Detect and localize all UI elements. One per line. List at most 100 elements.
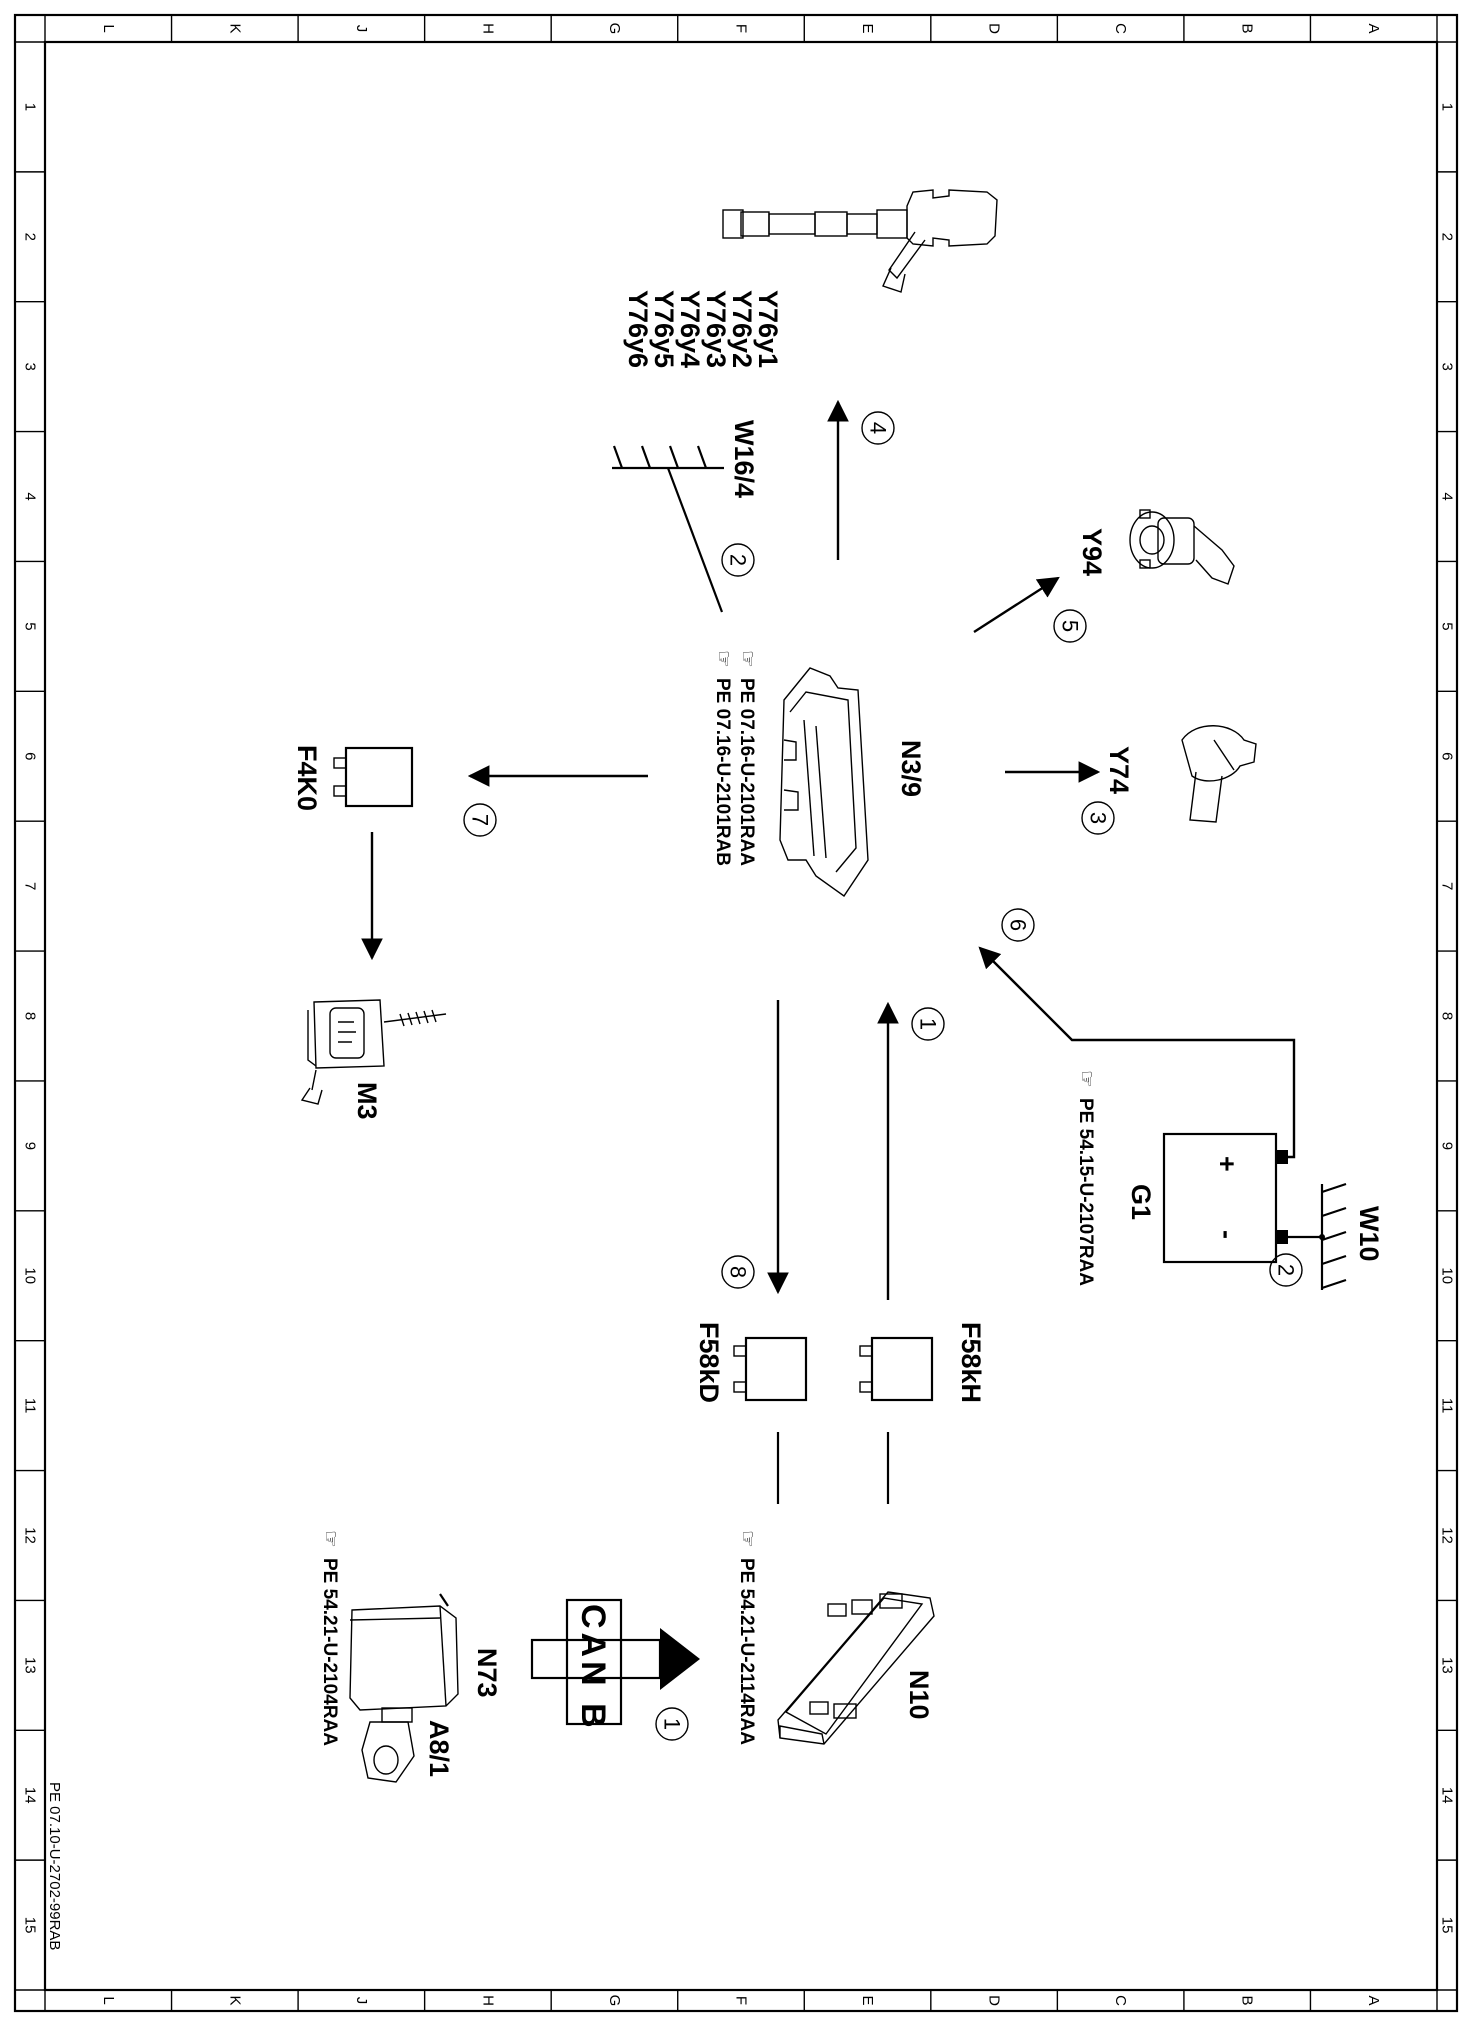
ecu-ref-2: PE 07.16-U-2101RAB xyxy=(712,678,733,866)
grid-col-label: K xyxy=(226,23,243,33)
grid-row-label: 13 xyxy=(22,1657,39,1674)
grid-row-label: 8 xyxy=(1439,1012,1456,1020)
svg-text:PE 54.15-U-2107RAA: PE 54.15-U-2107RAA xyxy=(1075,1098,1096,1286)
grid-col-label: J xyxy=(353,25,370,33)
grid-col-label: G xyxy=(606,1995,623,2007)
grid-row-label: 8 xyxy=(22,1012,39,1020)
svg-text:2: 2 xyxy=(1274,1264,1299,1276)
switch-n73-label: N73 xyxy=(472,1648,502,1698)
book-icon: ☞ xyxy=(319,1530,341,1548)
battery-plus: + xyxy=(1212,1156,1242,1172)
grid-col-label: K xyxy=(226,1995,243,2005)
injector-label-4: Y76y4 xyxy=(675,290,705,368)
injector-label-3: Y76y3 xyxy=(701,290,731,368)
grid-col-label: F xyxy=(733,24,750,33)
grid-row-label: 13 xyxy=(1439,1657,1456,1674)
injector-labels: Y76y1 Y76y2 Y76y3 Y76y4 Y76y5 Y76y6 xyxy=(623,290,783,368)
grid-row-label: 7 xyxy=(22,882,39,890)
grid-row-label: 4 xyxy=(22,492,39,500)
valve-y74-icon xyxy=(1181,725,1257,823)
grid-col-label: H xyxy=(479,1995,496,2006)
grid-row-label: 11 xyxy=(1439,1398,1456,1414)
grid-ticks xyxy=(15,15,1457,2011)
grid-col-label: D xyxy=(986,23,1003,34)
grid-row-label: 1 xyxy=(1439,103,1456,111)
switch-n73-icon xyxy=(349,1593,459,1783)
grid-row-label: 14 xyxy=(22,1787,39,1804)
marker-3: 3 xyxy=(1081,801,1115,835)
grid-row-label: 10 xyxy=(22,1267,39,1284)
marker-4: 4 xyxy=(861,411,895,445)
grid-row-label: 6 xyxy=(1439,752,1456,760)
ground-w10-label: W10 xyxy=(1354,1206,1384,1262)
book-icon: ☞ xyxy=(736,1530,758,1548)
grid-row-label: 11 xyxy=(22,1398,39,1414)
motor-m3-icon xyxy=(300,999,447,1105)
grid-row-label: 15 xyxy=(22,1917,39,1934)
battery-g1-icon xyxy=(1162,1132,1288,1264)
injector-label-5: Y76y5 xyxy=(649,290,679,368)
grid-row-label: 7 xyxy=(1439,882,1456,890)
grid-col-label: E xyxy=(859,1995,876,2005)
ecu-n3-9-icon xyxy=(779,667,869,897)
grid-row-label: 5 xyxy=(1439,622,1456,630)
arrow-6 xyxy=(978,946,1296,1159)
ground-w10-icon xyxy=(1288,1182,1347,1290)
module-n10-label: N10 xyxy=(904,1670,934,1720)
svg-text:4: 4 xyxy=(866,422,891,434)
grid-col-label: D xyxy=(986,1995,1003,2006)
injector-label-2: Y76y2 xyxy=(727,290,757,368)
document-id: PE 07.10-U-2702-99RAB xyxy=(46,1782,63,1950)
marker-1-bottom: 1 xyxy=(655,1707,689,1741)
svg-text:1: 1 xyxy=(660,1718,685,1730)
grid-col-label: G xyxy=(606,23,623,35)
marker-7: 7 xyxy=(463,803,497,837)
grid-row-label: 2 xyxy=(1439,233,1456,241)
grid-col-label: E xyxy=(859,23,876,33)
grid-row-label: 10 xyxy=(1439,1267,1456,1284)
grid-row-label: 3 xyxy=(1439,362,1456,370)
module-n10-icon xyxy=(777,1591,935,1745)
grid-row-label: 2 xyxy=(22,233,39,241)
svg-text:1: 1 xyxy=(916,1018,941,1030)
battery-g1-label: G1 xyxy=(1126,1184,1156,1220)
can-bus-label: CAN B xyxy=(574,1604,612,1732)
book-icon: ☞ xyxy=(712,650,734,668)
svg-text:5: 5 xyxy=(1058,620,1083,632)
key-a8-1-label: A8/1 xyxy=(424,1720,454,1777)
ecu-n3-9-label: N3/9 xyxy=(896,740,926,797)
marker-8: 8 xyxy=(721,1255,755,1289)
ecu-ref-1: PE 07.16-U-2101RAA xyxy=(736,678,757,866)
svg-text:2: 2 xyxy=(726,554,751,566)
marker-5: 5 xyxy=(1053,609,1087,643)
motor-m3-label: M3 xyxy=(352,1082,382,1120)
book-icon: ☞ xyxy=(1075,1070,1097,1088)
ground-w16-icon xyxy=(612,445,724,613)
fuse-f4k0-label: F4K0 xyxy=(292,745,322,811)
grid-col-label: A xyxy=(1365,1995,1382,2005)
grid-col-label: C xyxy=(1112,23,1129,34)
grid-row-label: 12 xyxy=(22,1527,39,1544)
grid-col-label: B xyxy=(1239,23,1256,33)
module-n10-ref: ☞ PE 54.21-U-2114RAA xyxy=(736,1530,758,1745)
arrow-5 xyxy=(973,576,1060,634)
grid-col-label: J xyxy=(353,1997,370,2005)
grid-row-label: 14 xyxy=(1439,1787,1456,1804)
valve-y94-icon xyxy=(1129,509,1235,585)
svg-text:6: 6 xyxy=(1006,919,1031,931)
grid-col-label: C xyxy=(1112,1995,1129,2006)
grid-col-label: F xyxy=(733,1996,750,2005)
svg-text:8: 8 xyxy=(726,1266,751,1278)
grid-col-label: H xyxy=(479,23,496,34)
fuse-f58kd-label: F58kD xyxy=(694,1322,724,1403)
grid-row-label: 15 xyxy=(1439,1917,1456,1934)
battery-g1-ref: ☞ PE 54.15-U-2107RAA xyxy=(1075,1070,1097,1286)
svg-text:3: 3 xyxy=(1086,812,1111,824)
ground-w16-label: W16/4 xyxy=(729,420,759,498)
grid-row-label: 12 xyxy=(1439,1527,1456,1544)
grid-col-label: L xyxy=(100,24,117,32)
grid-row-label: 3 xyxy=(22,362,39,370)
svg-text:PE 54.21-U-2104RAA: PE 54.21-U-2104RAA xyxy=(319,1558,340,1746)
